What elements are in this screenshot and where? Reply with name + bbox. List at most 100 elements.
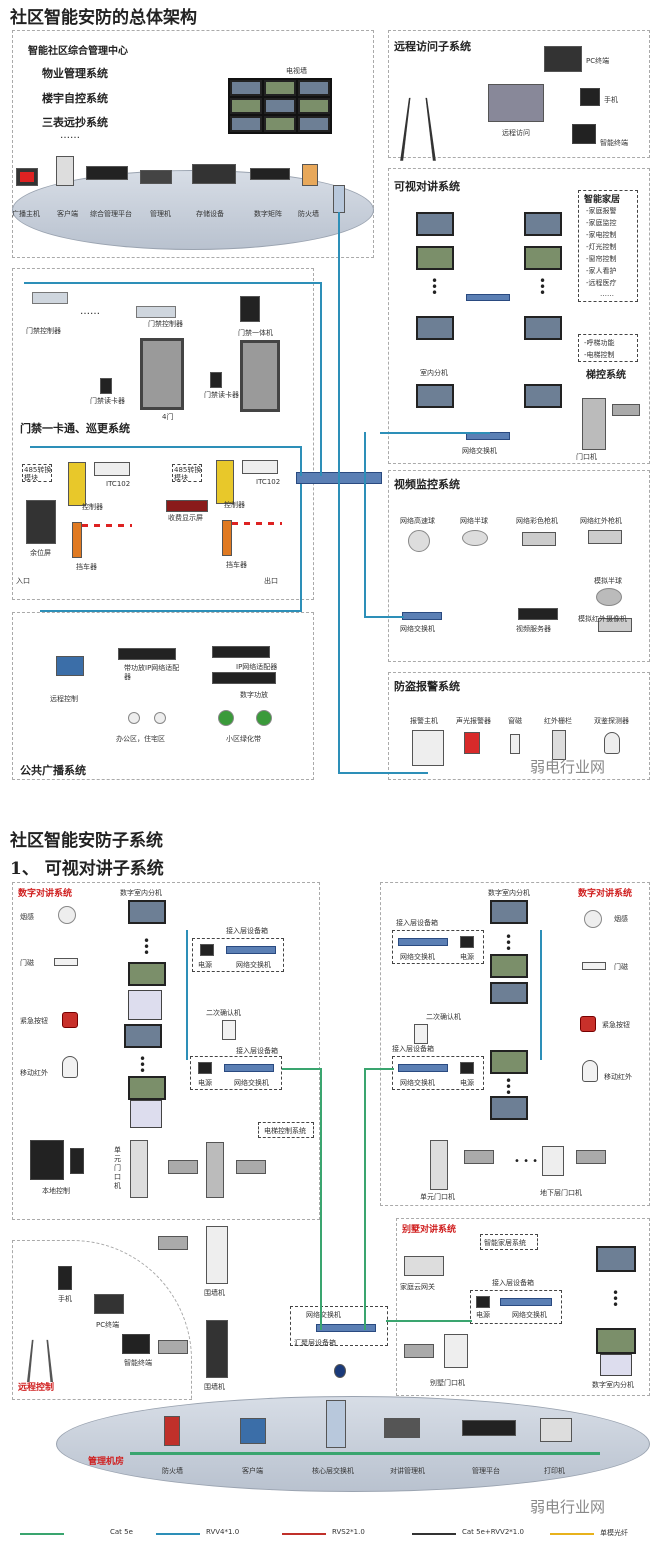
legend-swatch-3 [282,1533,326,1535]
dl-power-top-label: 电源 [198,961,212,969]
mr-firewall-icon [164,1416,180,1446]
itc-camera-2-icon [242,460,278,474]
door-station-label: 门口机 [576,453,597,461]
dr-power-top-icon [460,936,474,948]
wall-unit-1-label: 围墙机 [204,1289,225,1297]
matrix-icon [250,168,290,180]
dr-access-box-top [392,930,484,964]
smart-home-item-6: -家人看护 [586,267,617,275]
intercom-title: 可视对讲系统 [394,180,460,193]
digital-amp-icon [212,672,276,684]
backbone-vertical [338,212,340,772]
dr-sensor-1: 烟感 [614,915,628,923]
dl-local-label: 本地控制 [42,1187,70,1195]
door-magnet-right-icon [582,962,606,970]
alarm-dev-3: 窗磁 [508,717,522,725]
villa-switch [500,1298,552,1306]
digital-right-panel [380,882,650,1206]
floor-switch [466,294,510,301]
mgmt-system-2: 楼宇自控系统 [42,92,108,105]
machine-room-ellipse [56,1396,650,1492]
home-gateway-icon [404,1256,444,1276]
controller-dots: …… [80,306,100,317]
legend-swatch-1 [20,1533,64,1535]
digital-left-title: 数字对讲系统 [18,889,73,899]
speaker-2-icon [154,712,166,724]
parking-controller-2-icon [216,460,234,504]
remote-access-title: 远程访问子系统 [394,40,471,53]
dev-label-3: 综合管理平台 [90,210,132,218]
alarm-dev-1: 报警主机 [410,717,438,725]
broadcast-remote-label: 远程控制 [50,695,78,703]
aggregation-box-label: 汇聚层设备箱 [294,1339,336,1347]
dl-monitor-2 [128,962,166,986]
dr-confirm-label: 二次确认机 [426,1013,461,1021]
villa-smart-home-box [480,1234,538,1250]
window-magnet-icon [510,734,520,754]
alarm-dev-4: 红外栅栏 [544,717,572,725]
network-dome-icon [462,530,488,546]
dr-monitor-2 [490,954,528,978]
villa-lock-icon [404,1344,434,1358]
dr-dots-1: ••• [505,930,513,956]
dl-unit-door-1-icon [130,1140,148,1198]
analog-ir-icon [598,618,632,632]
dl-unit-door-2-icon [206,1142,224,1198]
broadcast-bus [40,610,302,612]
dr-sensor-2: 门磁 [614,963,628,971]
dr-switch-mid-label: 网络交换机 [400,1079,435,1087]
dl-confirm-label: 二次确认机 [206,1009,241,1017]
parking-ctrl-2-label: 控制器 [224,501,245,509]
door-controller-1-label: 门禁控制器 [26,327,61,335]
legend-label-2: RVV4*1.0 [206,1528,240,1536]
mr-dev-2: 客户端 [242,1467,263,1475]
mr-dev-6: 打印机 [544,1467,565,1475]
dr-lock-1-icon [464,1150,494,1164]
switch-to-video [364,432,366,618]
rc-phone-label: 手机 [58,1295,72,1303]
parking-controller-1-icon [68,462,86,506]
door-magnet-left-icon [54,958,78,966]
card-reader-1-label: 门禁读卡器 [90,397,125,405]
legend-swatch-4 [412,1533,456,1535]
dr-indoor-label: 数字室内分机 [488,889,530,897]
wall-lock-1-icon [158,1236,188,1250]
villa-title: 别墅对讲系统 [402,1225,457,1235]
remote-access-panel [388,30,650,158]
dl-monitor-4 [128,1076,166,1100]
dl-monitor-3 [124,1024,162,1048]
ip-adapter-icon [212,646,270,658]
remote-control-title: 远程控制 [18,1383,55,1393]
mgmt-system-3: 三表远抄系统 [42,116,108,129]
door-4-label: 4门 [162,413,174,421]
mgmt-center-title: 智能社区综合管理中心 [28,46,128,57]
sound-light-alarm-icon [464,732,480,754]
mr-printer-icon [540,1418,572,1442]
card-reader-2-icon [210,372,222,388]
overall-title: 社区智能安防的总体架构 [10,8,197,28]
parking-bus [30,446,300,448]
dl-switch-mid-label: 网络交换机 [234,1079,269,1087]
alarm-dev-2: 声光报警器 [456,717,491,725]
villa-door-icon [444,1334,468,1368]
dr-monitor-4 [490,1050,528,1074]
office-label: 办公区，住宅区 [116,735,165,743]
smart-home-item-7: -远程医疗 [586,279,617,287]
card-reader-2-label: 门禁读卡器 [204,391,239,399]
access-all-in-one-icon [240,296,260,322]
machine-room-title: 管理机房 [88,1457,125,1467]
legend-label-3: RVS2*1.0 [332,1528,365,1536]
remaining-screen-icon [26,500,56,544]
conv-1-label: 485转换模块 [24,466,52,482]
amp-adapter-icon [118,648,176,660]
indoor-monitor-2 [416,246,454,270]
rc-phone-icon [58,1266,72,1290]
smart-home-item-4: -灯光控制 [586,243,617,251]
mr-client-icon [240,1418,266,1444]
access-bus-line [24,282,322,284]
smoke-sensor-left-icon [58,906,76,924]
broadcast-drop [300,484,302,612]
digital-right-title: 数字对讲系统 [578,889,633,899]
villa-access-box [470,1290,562,1324]
machine-room-bus [130,1452,600,1455]
